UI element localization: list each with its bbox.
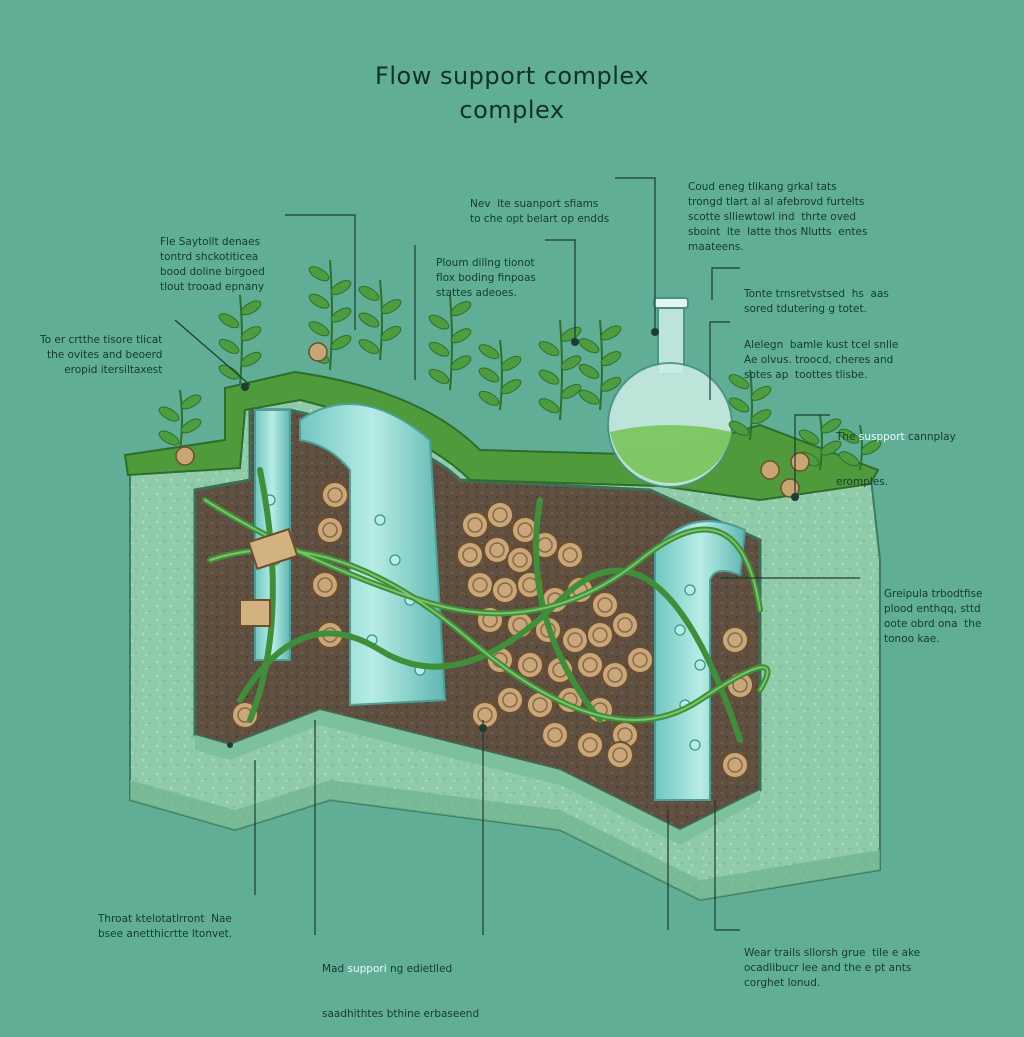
surface-log-4 [790, 452, 810, 472]
log-end-35 [606, 741, 634, 769]
plant-3 [308, 259, 352, 371]
bubble-2 [389, 554, 401, 566]
label-bottom-center: Mad suppori ng edietlled saadhithtes bth… [322, 963, 480, 1020]
diagram-title: Flow support complex [375, 62, 649, 90]
plant-5 [428, 294, 472, 391]
leader-line-1 [285, 214, 356, 330]
log-end-37 [316, 516, 344, 544]
bubble-1 [374, 514, 386, 526]
label-right-c: The suspport cannplay eromples. [836, 431, 956, 488]
label-right-c-highlight: suspport [858, 431, 905, 443]
log-end-38 [311, 571, 339, 599]
flask-liquid [610, 425, 732, 483]
log-end-43 [721, 751, 749, 779]
bubble-10 [689, 739, 701, 751]
leader-lines [174, 177, 860, 935]
wood-plate-1 [247, 527, 299, 571]
log-end-20 [611, 611, 639, 639]
surface-log-1 [308, 342, 328, 362]
log-end-32 [471, 701, 499, 729]
plant-6 [478, 339, 522, 411]
log-end-25 [601, 661, 629, 689]
log-end-19 [586, 621, 614, 649]
bubble-7 [674, 624, 686, 636]
log-end-9 [466, 571, 494, 599]
surface-log-2 [760, 460, 780, 480]
log-end-24 [576, 651, 604, 679]
log-end-10 [491, 576, 519, 604]
plant-1 [218, 294, 262, 386]
plant-4 [358, 279, 402, 361]
leader-line-4 [545, 239, 576, 340]
log-end-27 [496, 686, 524, 714]
plant-9 [728, 369, 772, 441]
log-end-2 [486, 501, 514, 529]
log-end-18 [561, 626, 589, 654]
log-end-14 [591, 591, 619, 619]
bubble-6 [684, 584, 696, 596]
plants [158, 259, 882, 498]
log-end-26 [626, 646, 654, 674]
label-bottom-center-highlight: suppori [347, 963, 387, 975]
plant-2 [158, 389, 202, 451]
plant-7 [538, 319, 582, 421]
leader-line-2 [174, 319, 251, 386]
plant-8 [578, 319, 622, 411]
log-end-8 [556, 541, 584, 569]
log-end-41 [721, 626, 749, 654]
flask-lip [653, 297, 689, 309]
wood-plate-2 [239, 599, 271, 627]
log-end-22 [516, 651, 544, 679]
glass-flask [607, 297, 733, 488]
log-end-5 [483, 536, 511, 564]
soil-border-band [195, 710, 760, 845]
vine-3 [237, 567, 743, 743]
leader-line-5 [615, 177, 656, 330]
surface-log-5 [175, 446, 195, 466]
leader-dots [227, 328, 799, 748]
diagram-title-line2: complex [459, 96, 565, 124]
block-lower-band [130, 780, 880, 900]
log-end-4 [456, 541, 484, 569]
vine-4 [247, 467, 276, 723]
log-end-1 [461, 511, 489, 539]
leader-line-8 [794, 414, 830, 495]
log-end-34 [576, 731, 604, 759]
water-column-left [299, 403, 447, 707]
leader-line-7 [709, 321, 730, 400]
bubble-8 [694, 659, 706, 671]
plant-11 [838, 424, 882, 471]
log-end-6 [506, 546, 534, 574]
log-end-36 [321, 481, 349, 509]
log-end-33 [541, 721, 569, 749]
leader-line-6 [711, 267, 740, 300]
vine-5 [533, 497, 603, 723]
